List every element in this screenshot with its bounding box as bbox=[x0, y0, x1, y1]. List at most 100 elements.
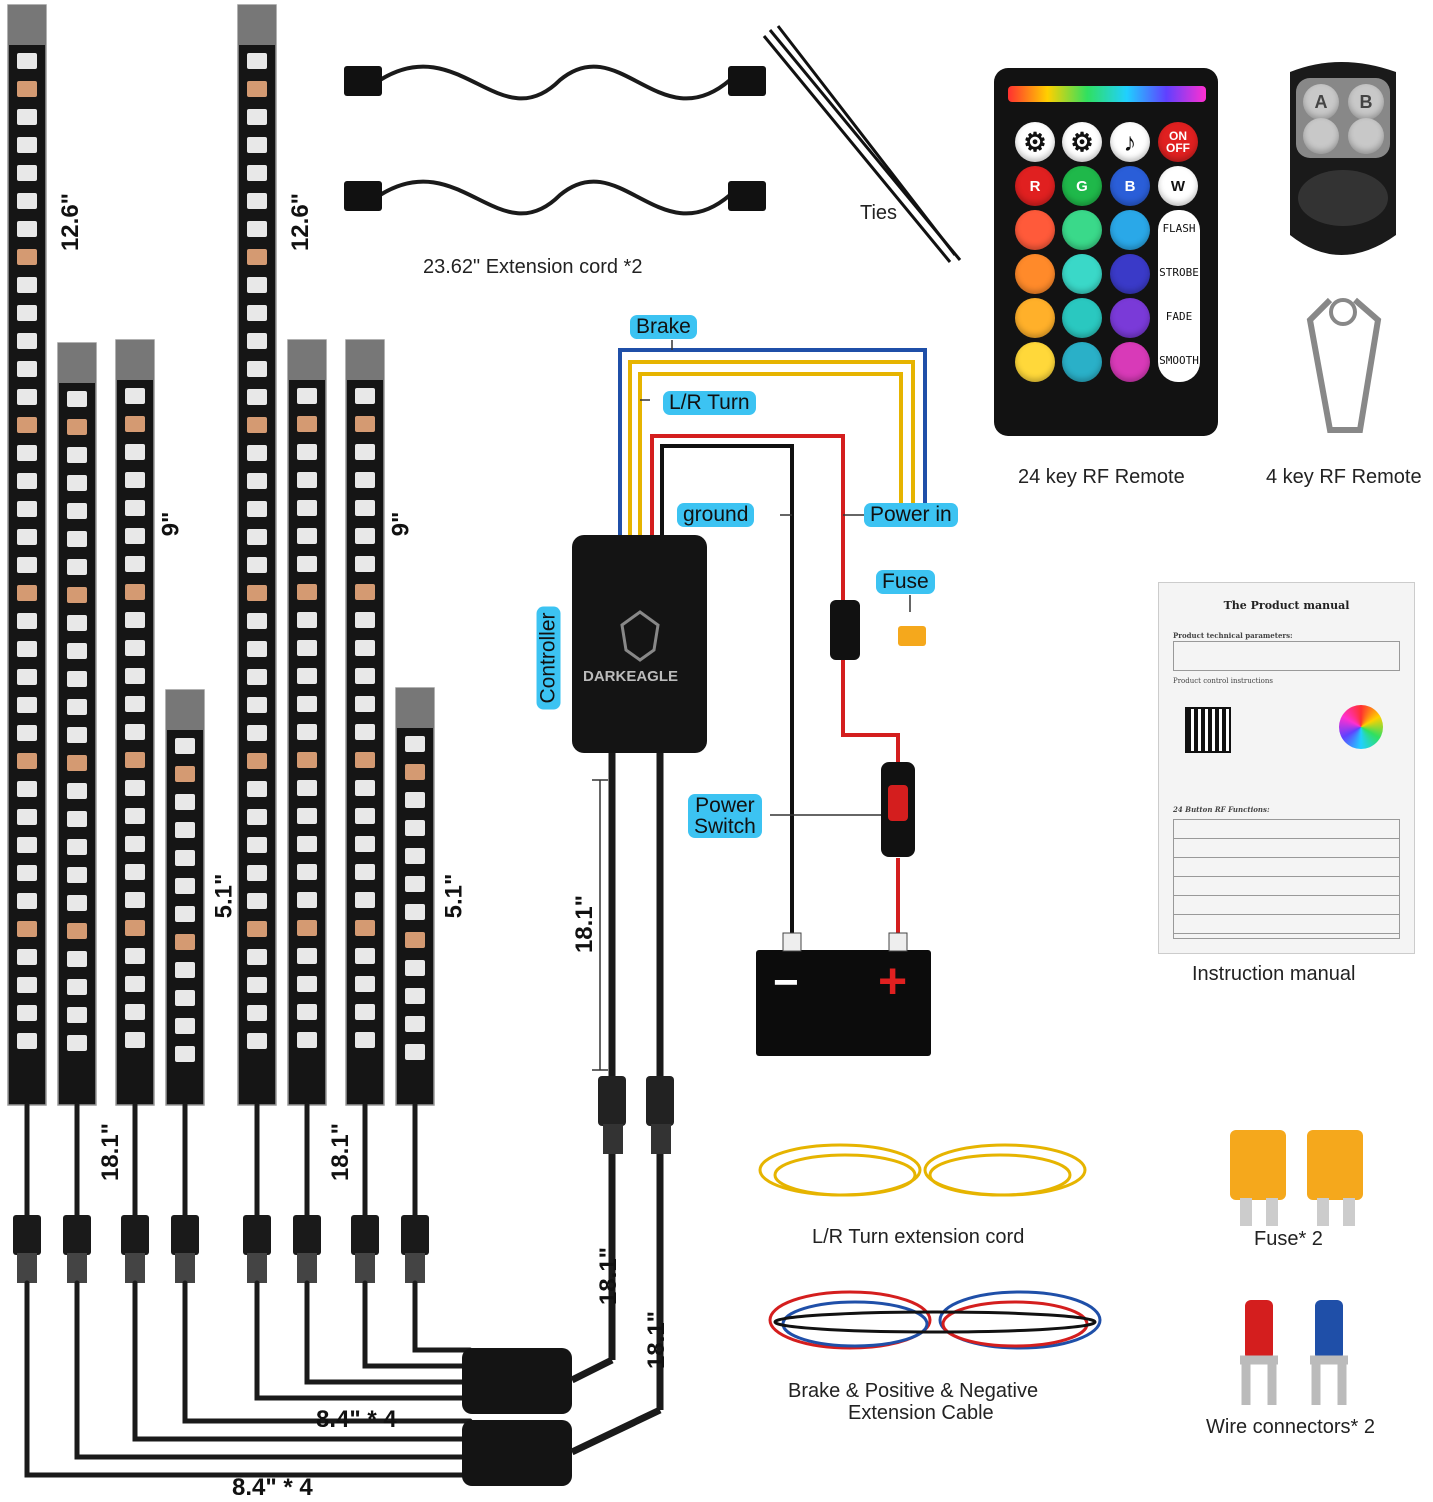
led-chip bbox=[247, 809, 267, 825]
strip-lead-right-length: 18.1" bbox=[327, 1122, 355, 1182]
led-chip bbox=[355, 836, 375, 852]
led-chip bbox=[297, 808, 317, 824]
led-chip bbox=[355, 976, 375, 992]
led-chip bbox=[17, 837, 37, 853]
led-chip bbox=[297, 500, 317, 516]
led-chip bbox=[247, 137, 267, 153]
remote24-color-button[interactable] bbox=[1110, 342, 1150, 382]
splitter-lower bbox=[462, 1420, 572, 1486]
remote4-b-button[interactable]: B bbox=[1348, 84, 1384, 120]
remote24-blue-button[interactable]: B bbox=[1110, 166, 1150, 206]
led-chip bbox=[247, 977, 267, 993]
remote24-color-button[interactable] bbox=[1015, 298, 1055, 338]
led-chip bbox=[297, 416, 317, 432]
led-chip bbox=[247, 1005, 267, 1021]
remote24-color-button[interactable] bbox=[1062, 342, 1102, 382]
remote24-fade-button[interactable]: FADE bbox=[1165, 310, 1193, 323]
led-chip bbox=[247, 221, 267, 237]
led-chip bbox=[297, 836, 317, 852]
led-chip bbox=[175, 990, 195, 1006]
remote24-brightness-up-icon[interactable]: ⚙ bbox=[1015, 122, 1055, 162]
led-chip bbox=[125, 976, 145, 992]
remote24-color-button[interactable] bbox=[1062, 298, 1102, 338]
tag-ground: ground bbox=[677, 503, 755, 527]
led-chip bbox=[247, 865, 267, 881]
remote4-a-button[interactable]: A bbox=[1303, 84, 1339, 120]
strip-lead-left-length: 18.1" bbox=[97, 1122, 125, 1182]
extension-cords bbox=[378, 64, 732, 216]
led-chip bbox=[355, 528, 375, 544]
tag-fuse: Fuse bbox=[876, 570, 935, 594]
manual-functions-heading: 24 Button RF Functions: bbox=[1173, 805, 1270, 814]
manual-params-table bbox=[1173, 641, 1400, 671]
led-chip bbox=[405, 1044, 425, 1060]
spare-fuses bbox=[1230, 1130, 1363, 1226]
strip-end-cap bbox=[166, 690, 204, 730]
led-chip bbox=[247, 893, 267, 909]
led-chip bbox=[247, 165, 267, 181]
led-chip bbox=[67, 615, 87, 631]
led-chip bbox=[125, 528, 145, 544]
strip-to-splitter-wire bbox=[362, 1280, 473, 1369]
lead-dimension-line bbox=[592, 779, 608, 1071]
strip-long-right-length: 12.6" bbox=[287, 192, 315, 252]
led-chip bbox=[175, 1046, 195, 1062]
remote24-on-off-button[interactable]: ON OFF bbox=[1158, 122, 1198, 162]
led-chip bbox=[17, 249, 37, 265]
led-chip bbox=[247, 781, 267, 797]
remote24-green-button[interactable]: G bbox=[1062, 166, 1102, 206]
strip-end-cap bbox=[346, 340, 384, 380]
led-chip bbox=[355, 1004, 375, 1020]
remote24-red-button[interactable]: R bbox=[1015, 166, 1055, 206]
battery bbox=[756, 950, 931, 1056]
remote24-brightness-down-icon[interactable]: ⚙ bbox=[1062, 122, 1102, 162]
led-chip bbox=[405, 820, 425, 836]
remote24-color-button[interactable] bbox=[1062, 254, 1102, 294]
led-chip bbox=[297, 864, 317, 880]
manual-functions-table bbox=[1173, 819, 1400, 939]
strip-to-splitter-wire bbox=[132, 1280, 473, 1442]
led-chip bbox=[297, 584, 317, 600]
led-chip bbox=[405, 764, 425, 780]
led-chip bbox=[125, 808, 145, 824]
remote24-color-button[interactable] bbox=[1110, 298, 1150, 338]
led-chip bbox=[247, 921, 267, 937]
remote24-music-icon[interactable]: ♪ bbox=[1110, 122, 1150, 162]
led-chip bbox=[175, 822, 195, 838]
remote24-color-button[interactable] bbox=[1110, 254, 1150, 294]
remote24-white-button[interactable]: W bbox=[1158, 166, 1198, 206]
controller-lead-connectors bbox=[598, 1076, 674, 1154]
strip-connector bbox=[401, 1215, 429, 1255]
led-chip bbox=[175, 738, 195, 754]
led-chip bbox=[297, 752, 317, 768]
led-chip bbox=[175, 906, 195, 922]
remote4-d-button[interactable] bbox=[1348, 118, 1384, 154]
lr-turn-cord-art bbox=[758, 1143, 1087, 1197]
remote24-strobe-button[interactable]: STROBE bbox=[1159, 266, 1199, 279]
remote24-color-button[interactable] bbox=[1110, 210, 1150, 250]
led-chip bbox=[175, 1018, 195, 1034]
remote24-color-button[interactable] bbox=[1015, 210, 1055, 250]
led-chip bbox=[405, 988, 425, 1004]
remote24-mode-pill: FLASH STROBE FADE SMOOTH bbox=[1158, 210, 1200, 382]
splitter-upper-label: 8.4" * 4 bbox=[316, 1406, 397, 1433]
remote24-flash-button[interactable]: FLASH bbox=[1162, 222, 1196, 235]
led-chip bbox=[67, 391, 87, 407]
led-chip bbox=[125, 696, 145, 712]
controller-lead-length: 18.1" bbox=[571, 894, 599, 954]
led-chip bbox=[67, 811, 87, 827]
remote24-smooth-button[interactable]: SMOOTH bbox=[1159, 354, 1199, 367]
remote24-color-button[interactable] bbox=[1015, 254, 1055, 294]
led-chip bbox=[355, 556, 375, 572]
led-chip bbox=[125, 584, 145, 600]
led-strip bbox=[165, 689, 205, 1106]
led-chip bbox=[125, 472, 145, 488]
remote4-c-button[interactable] bbox=[1303, 118, 1339, 154]
led-chip bbox=[175, 794, 195, 810]
remote24-color-button[interactable] bbox=[1015, 342, 1055, 382]
strip-end-cap bbox=[288, 340, 326, 380]
remote24-color-button[interactable] bbox=[1062, 210, 1102, 250]
strip-connector-plug bbox=[297, 1253, 317, 1283]
spare-fuse-label: Fuse* 2 bbox=[1254, 1228, 1323, 1250]
